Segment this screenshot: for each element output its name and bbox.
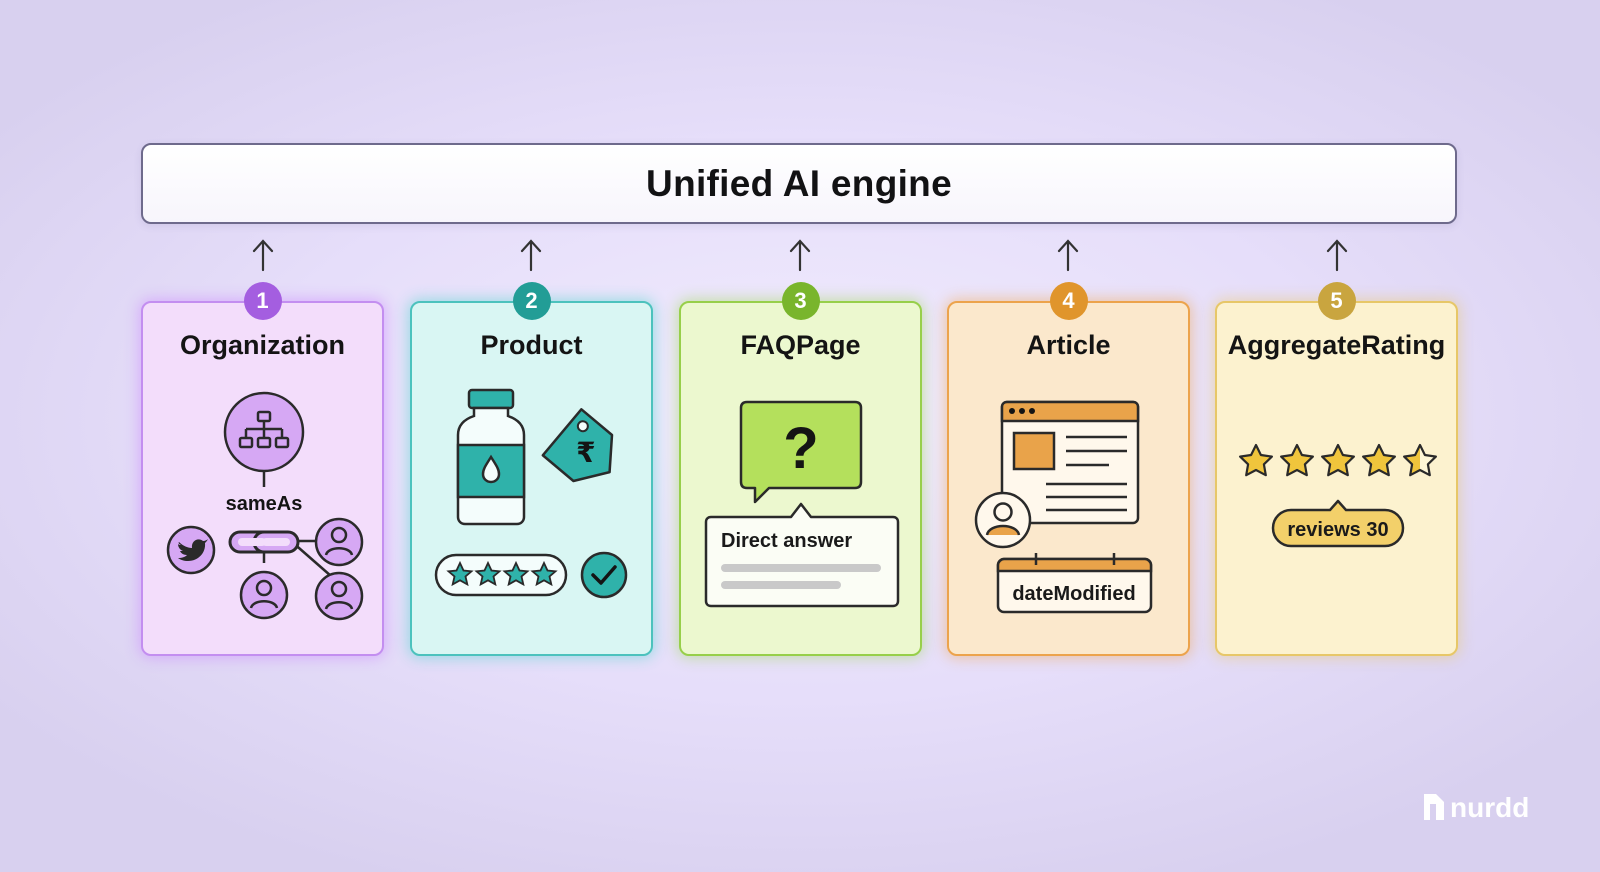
user-icon <box>314 571 364 621</box>
article-illustration: dateModified <box>974 400 1153 614</box>
star-icon <box>1362 443 1396 477</box>
author-avatar-icon <box>974 491 1032 549</box>
date-modified-label: dateModified <box>1012 583 1135 605</box>
bottle-icon <box>456 388 526 526</box>
card-title: Product <box>480 330 583 360</box>
up-arrow-icon <box>1057 239 1079 272</box>
card-title: FAQPage <box>740 330 861 360</box>
star-icon <box>1321 443 1355 477</box>
up-arrow-icon <box>1326 239 1348 272</box>
up-arrow-icon <box>520 239 542 272</box>
up-arrow-icon <box>789 239 811 272</box>
user-icon <box>239 570 289 620</box>
check-icon <box>580 551 628 599</box>
card-article: 4 Article dateModified <box>947 282 1190 656</box>
product-illustration: ₹ <box>434 388 628 599</box>
price-tag-icon: ₹ <box>541 408 614 483</box>
answer-label: Direct answer <box>721 530 852 552</box>
card-product: 2 Product ₹ <box>410 282 653 656</box>
five-stars <box>1239 443 1437 477</box>
unified-ai-engine-box: Unified AI engine <box>141 143 1457 224</box>
question-mark: ? <box>783 416 818 481</box>
twitter-icon <box>166 525 216 575</box>
rating-illustration: reviews 30 <box>1239 443 1437 548</box>
half-star-icon <box>1403 443 1437 477</box>
card-aggregaterating: 5 AggregateRating reviews 30 <box>1215 282 1458 656</box>
hierarchy-icon <box>223 391 305 473</box>
card-title: AggregateRating <box>1227 330 1446 360</box>
link-icon <box>228 530 300 554</box>
engine-title: Unified AI engine <box>646 162 952 204</box>
step-badge: 5 <box>1317 282 1356 320</box>
star-icon <box>1280 443 1314 477</box>
step-badge: 1 <box>243 282 282 320</box>
reviews-count: reviews 30 <box>1287 519 1388 541</box>
rating-stars <box>434 553 568 597</box>
faq-illustration: ? Direct answer <box>704 400 900 608</box>
rupee-symbol: ₹ <box>576 437 595 468</box>
step-badge: 2 <box>512 282 551 320</box>
up-arrow-icon <box>252 239 274 272</box>
browser-window-icon <box>1000 400 1140 525</box>
question-bubble-icon: ? <box>739 400 863 504</box>
brand-name: nurdd <box>1450 792 1529 823</box>
sameas-label: sameAs <box>226 493 303 515</box>
step-badge: 3 <box>781 282 820 320</box>
card-organization: 1 Organization sameAs <box>141 282 384 656</box>
card-title: Article <box>1026 330 1111 360</box>
reviews-badge: reviews 30 <box>1271 499 1405 548</box>
user-icon <box>314 517 364 567</box>
star-icon <box>1239 443 1273 477</box>
card-faqpage: 3 FAQPage ? Direct answer <box>679 282 922 656</box>
nurdd-logo: nurdd <box>1424 792 1529 823</box>
step-badge: 4 <box>1049 282 1088 320</box>
organization-illustration: sameAs <box>166 391 364 621</box>
card-title: Organization <box>179 330 345 360</box>
calendar-icon: dateModified <box>996 553 1153 614</box>
answer-card: Direct answer <box>704 502 900 608</box>
